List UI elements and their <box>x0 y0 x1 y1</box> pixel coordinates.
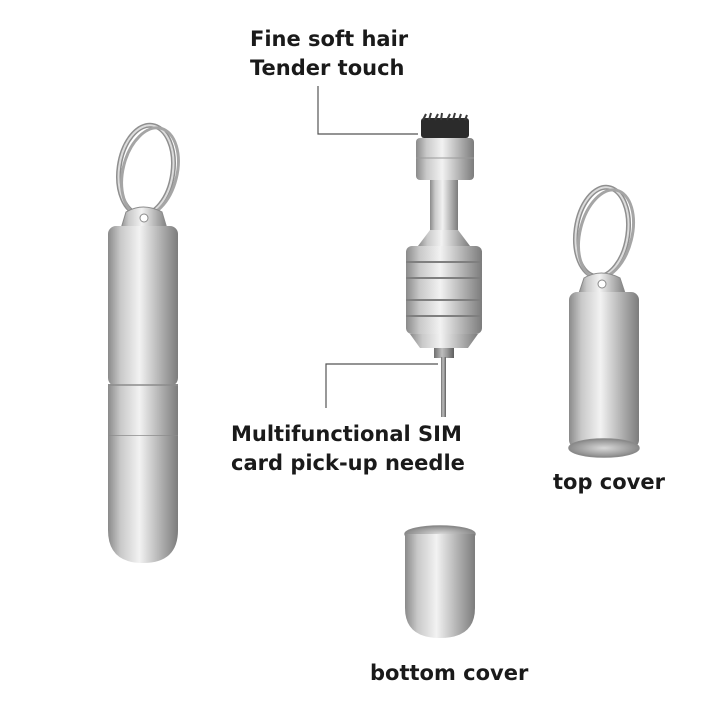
capsule-middle <box>108 384 178 436</box>
brush-label: Fine soft hair Tender touch <box>250 25 408 83</box>
capsule-lower <box>108 436 178 563</box>
top-cover <box>568 184 640 458</box>
brush-label-line1: Fine soft hair <box>250 27 409 51</box>
needle-label: Multifunctional SIM card pick-up needle <box>231 420 465 478</box>
keyring-right <box>573 184 635 280</box>
tool-neck <box>418 230 470 246</box>
bottom-cover-label: bottom cover <box>370 661 529 685</box>
brush-needle-tool <box>406 112 482 417</box>
keyring-left <box>116 122 180 218</box>
leader-line-brush <box>317 86 418 135</box>
leader-line-needle <box>325 363 438 408</box>
sim-needle <box>441 357 446 417</box>
needle-label-line1: Multifunctional SIM <box>231 422 462 446</box>
bottom-cover <box>404 525 476 638</box>
capsule-upper <box>108 226 178 386</box>
tool-shaft <box>430 180 458 232</box>
brush-head <box>416 138 474 180</box>
bristles <box>421 112 469 138</box>
thread-body <box>406 246 482 334</box>
top-cover-label: top cover <box>553 470 665 494</box>
needle-label-line2: card pick-up needle <box>231 451 465 475</box>
assembled-capsule <box>108 122 180 563</box>
brush-label-line2: Tender touch <box>250 56 405 80</box>
